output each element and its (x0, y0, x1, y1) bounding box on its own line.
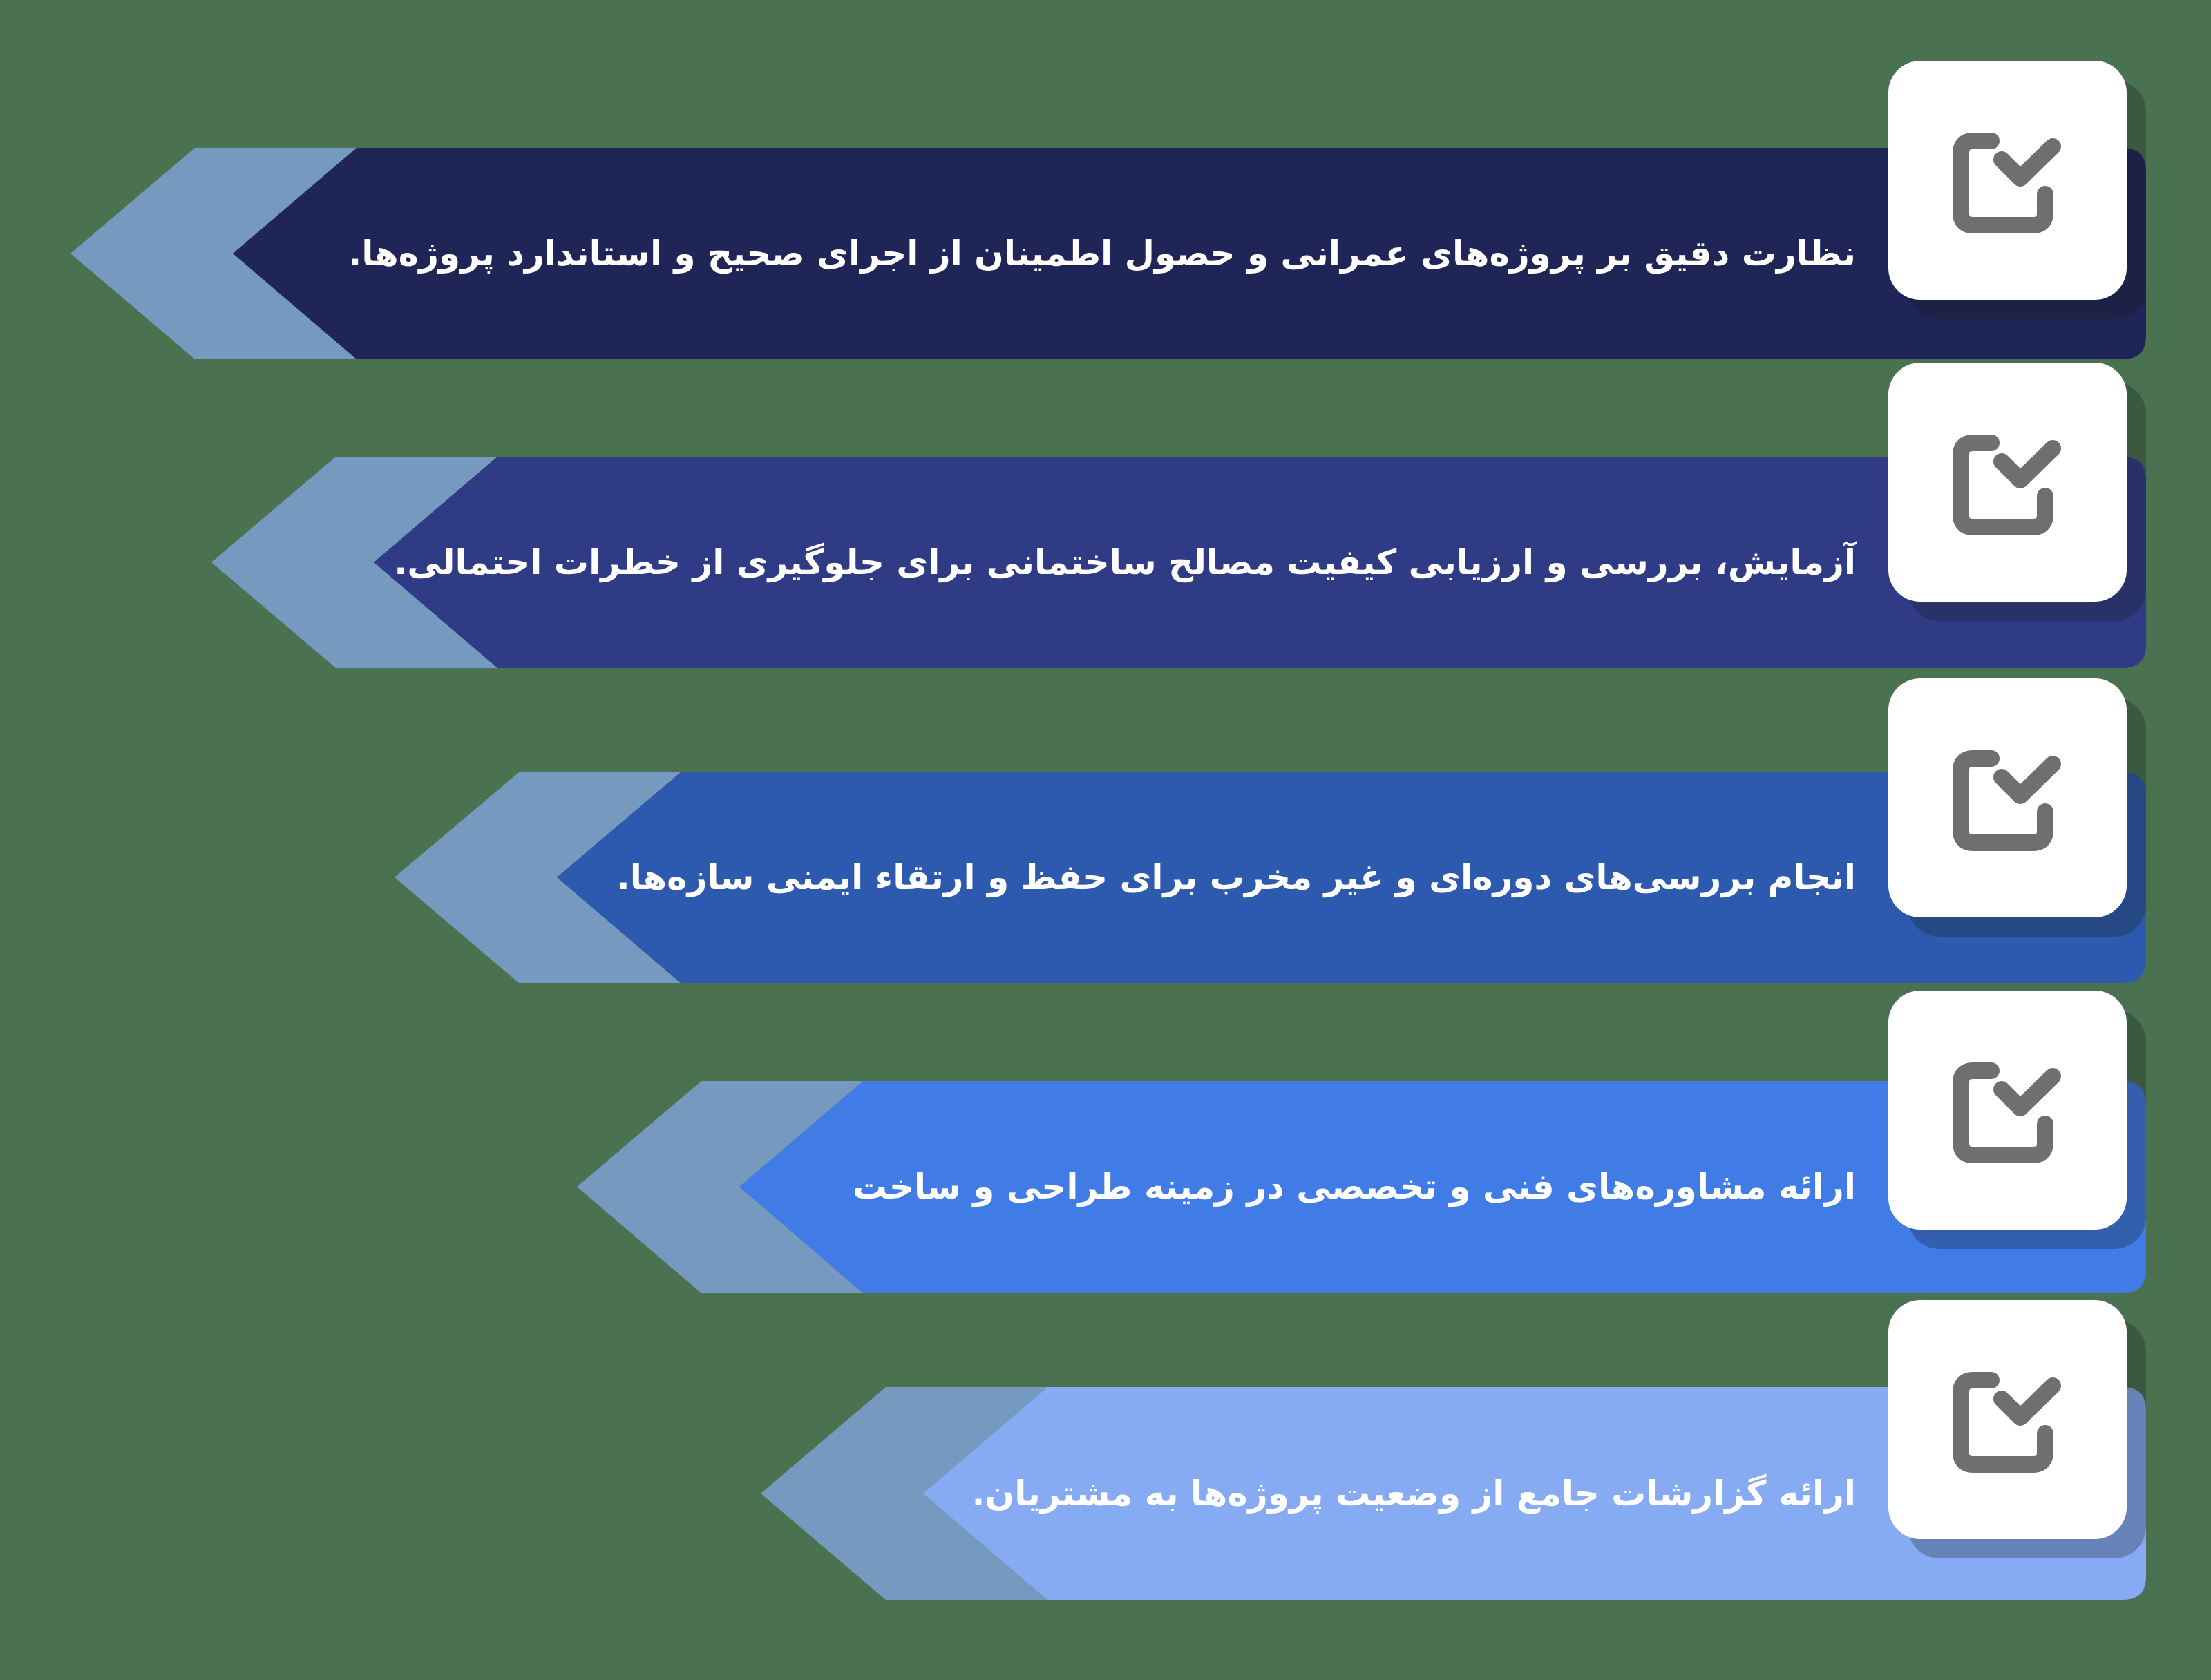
check-square-icon (1953, 435, 2061, 535)
item-text-4: ارائه مشاوره‌های فنی و تخصصی در زمینه طر… (852, 1167, 1856, 1207)
check-card-5 (1888, 1300, 2127, 1539)
check-square-icon (1953, 1062, 2061, 1163)
check-card-2 (1888, 363, 2127, 602)
item-text-1: نظارت دقیق بر پروژه‌های عمرانی و حصول اط… (348, 233, 1856, 274)
check-card-3 (1888, 678, 2127, 917)
item-text-5: ارائه گزارشات جامع از وضعیت پروژه‌ها به … (971, 1473, 1856, 1514)
check-card-1 (1888, 61, 2127, 300)
check-square-icon (1953, 1372, 2061, 1473)
item-text-2: آزمایش، بررسی و ارزیابی کیفیت مصالح ساخت… (394, 542, 1856, 582)
check-card-4 (1888, 991, 2127, 1230)
check-square-icon (1953, 133, 2061, 233)
item-text-3: انجام بررسی‌های دوره‌ای و غیر مخرب برای … (616, 857, 1856, 897)
check-square-icon (1953, 750, 2061, 851)
